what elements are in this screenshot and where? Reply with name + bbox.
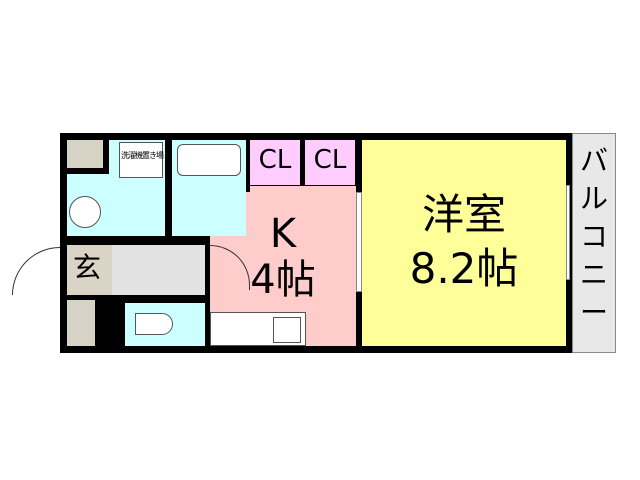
storage-top xyxy=(67,140,109,174)
western-room-size: 8.2帖 xyxy=(409,244,519,293)
washroom xyxy=(67,140,165,236)
entrance xyxy=(67,245,112,295)
kitchen-size: 4帖 xyxy=(250,257,316,303)
bathtub xyxy=(177,144,241,176)
closet-1-label: CL xyxy=(258,145,292,175)
western-room-name: 洋室 xyxy=(421,190,506,239)
toilet-room xyxy=(125,303,205,346)
kitchen-corner xyxy=(250,186,356,194)
kitchen-name: K xyxy=(269,211,297,257)
hallway xyxy=(112,245,205,295)
storage-bottom xyxy=(67,300,95,346)
closet-2 xyxy=(305,140,355,185)
entrance-label: 玄 xyxy=(72,251,101,284)
bathroom xyxy=(172,140,246,236)
sink-icon xyxy=(69,196,101,228)
washer-space xyxy=(119,142,163,178)
toilet-icon xyxy=(135,313,173,335)
balcony-label: バルコニー xyxy=(579,144,608,329)
kitchen-counter xyxy=(210,312,306,346)
balcony xyxy=(572,133,616,353)
window xyxy=(566,185,570,280)
sliding-door xyxy=(356,192,362,292)
entrance-door[interactable] xyxy=(12,247,60,295)
stove-icon xyxy=(273,317,301,343)
western-room xyxy=(362,140,566,346)
closet-2-label: CL xyxy=(313,145,347,175)
closet-1 xyxy=(250,140,300,185)
washer-label: 洗濯機置き場 xyxy=(121,151,164,160)
